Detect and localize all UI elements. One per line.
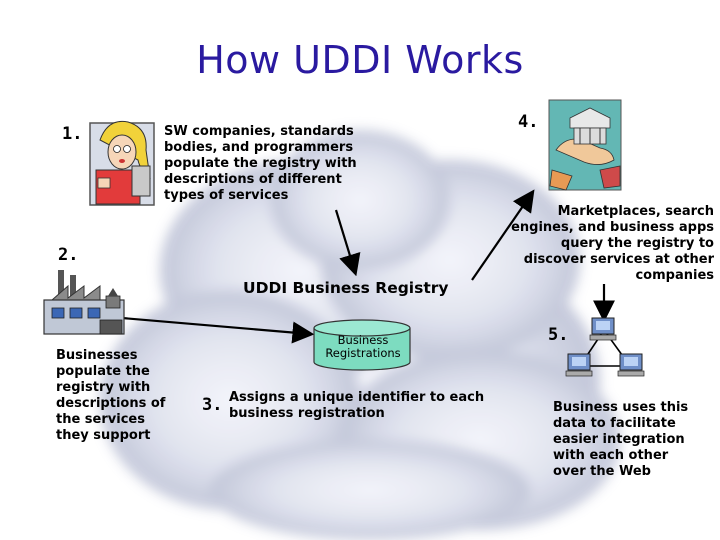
step-4-description: Marketplaces, search engines, and busine… (511, 204, 714, 283)
page-title: How UDDI Works (196, 38, 524, 82)
marketplace-handshake-icon (548, 99, 622, 191)
step-5-number: 5. (548, 325, 569, 345)
cloud-background (100, 130, 620, 540)
registry-label: UDDI Business Registry (243, 279, 449, 297)
arrow-step1-to-registry (334, 209, 361, 277)
arrow-registry-to-marketplace (471, 189, 535, 281)
step-2-number: 2. (58, 245, 79, 265)
arrow-factory-to-db (121, 316, 315, 344)
step-4-number: 4. (518, 112, 539, 132)
programmer-woman-icon (89, 120, 155, 206)
step-1-description: SW companies, standards bodies, and prog… (164, 124, 357, 203)
step-2-description: Businesses populate the registry with de… (56, 348, 166, 443)
database-label: Business Registrations (325, 333, 401, 360)
step-1-number: 1. (62, 124, 83, 144)
database-cylinder (313, 319, 411, 371)
network-computers-icon (565, 317, 645, 377)
step-3-description: Assigns a unique identifier to each busi… (229, 390, 485, 421)
step-5-description: Business uses this data to facilitate ea… (553, 400, 689, 479)
factory-icon (43, 270, 125, 335)
step-3-number: 3. (202, 395, 223, 415)
